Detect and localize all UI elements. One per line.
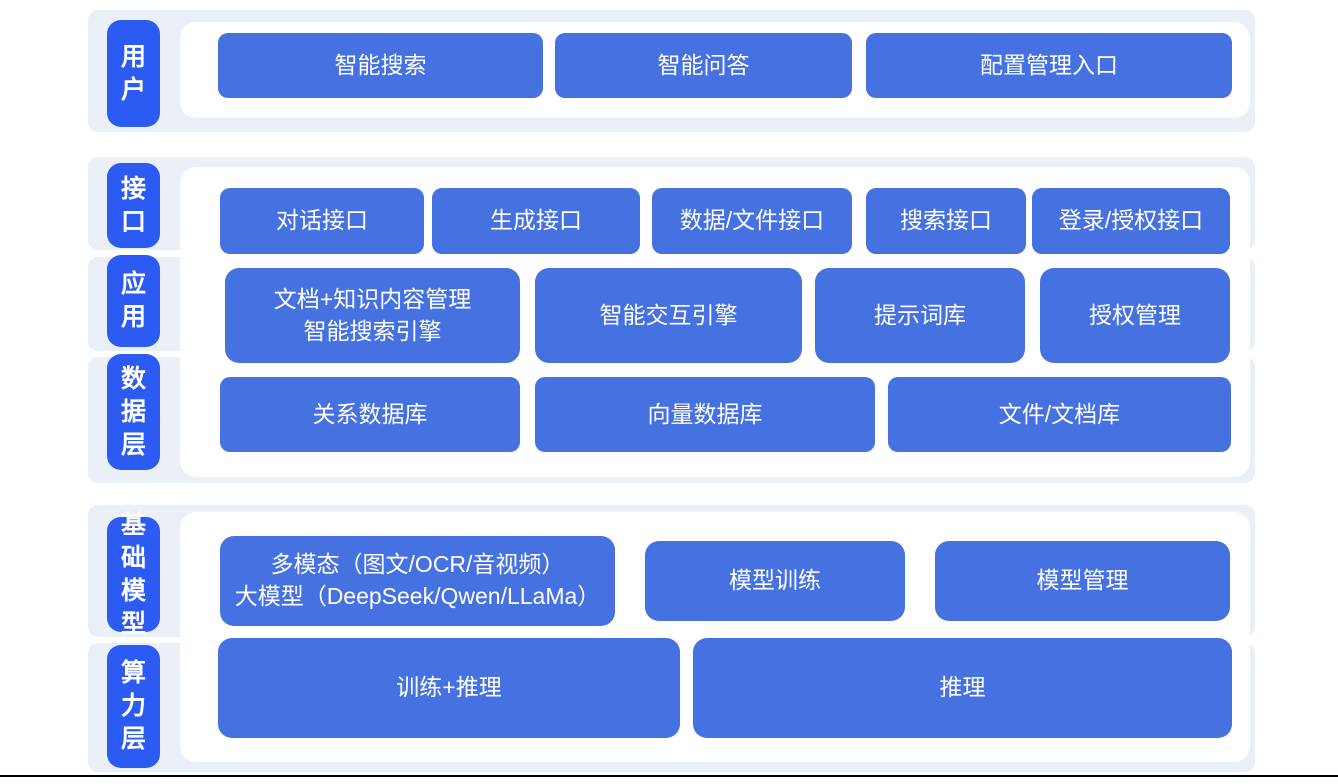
- user-layer-label: 用户: [107, 20, 160, 127]
- bottom-layers-panel: 多模态（图文/OCR/音视频） 大模型（DeepSeek/Qwen/LLaMa）…: [180, 512, 1250, 762]
- node-relational-db: 关系数据库: [220, 377, 520, 452]
- middle-layers-panel: 对话接口 生成接口 数据/文件接口 搜索接口 登录/授权接口 文档+知识内容管理…: [180, 167, 1250, 477]
- node-model-training: 模型训练: [645, 541, 905, 621]
- node-vector-db: 向量数据库: [535, 377, 875, 452]
- node-multimodal-llm: 多模态（图文/OCR/音视频） 大模型（DeepSeek/Qwen/LLaMa）: [220, 536, 615, 626]
- interface-layer-label: 接口: [107, 163, 160, 248]
- node-inference: 推理: [693, 638, 1232, 738]
- bottom-layers-group: 基础模型 算力层 多模态（图文/OCR/音视频） 大模型（DeepSeek/Qw…: [88, 505, 1255, 772]
- node-config-entry: 配置管理入口: [866, 33, 1232, 98]
- node-search-api: 搜索接口: [866, 188, 1026, 254]
- compute-layer-label-text: 算力层: [120, 659, 146, 753]
- user-layer-panel: 智能搜索 智能问答 配置管理入口: [180, 22, 1250, 118]
- node-smart-qa: 智能问答: [555, 33, 852, 98]
- user-layer-label-text: 用户: [120, 42, 146, 104]
- node-interactive-engine: 智能交互引擎: [535, 268, 802, 363]
- application-layer-label: 应用: [107, 255, 160, 347]
- node-prompt-library: 提示词库: [815, 268, 1025, 363]
- middle-layers-group: 接口 应用 数据层 对话接口 生成接口 数据/文件接口 搜索接口 登录/授权接口…: [88, 157, 1255, 483]
- foundation-model-label: 基础模型: [107, 511, 160, 638]
- compute-layer-label: 算力层: [107, 645, 160, 768]
- node-file-doc-store: 文件/文档库: [888, 377, 1231, 452]
- node-doc-knowledge-search-engine: 文档+知识内容管理 智能搜索引擎: [225, 268, 520, 363]
- node-model-management: 模型管理: [935, 541, 1230, 621]
- data-layer-label: 数据层: [107, 354, 160, 470]
- node-smart-search: 智能搜索: [218, 33, 543, 98]
- node-data-file-api: 数据/文件接口: [652, 188, 852, 254]
- node-generate-api: 生成接口: [432, 188, 640, 254]
- node-auth-management: 授权管理: [1040, 268, 1230, 363]
- interface-layer-label-text: 接口: [120, 174, 146, 236]
- node-training-inference: 训练+推理: [218, 638, 680, 738]
- bottom-divider-line: [0, 775, 1338, 777]
- node-dialog-api: 对话接口: [220, 188, 424, 254]
- user-layer-group: 用户 智能搜索 智能问答 配置管理入口: [88, 10, 1255, 132]
- node-login-auth-api: 登录/授权接口: [1032, 188, 1230, 254]
- application-layer-label-text: 应用: [120, 270, 146, 331]
- data-layer-label-text: 数据层: [120, 364, 146, 459]
- foundation-model-label-text: 基础模型: [120, 510, 146, 638]
